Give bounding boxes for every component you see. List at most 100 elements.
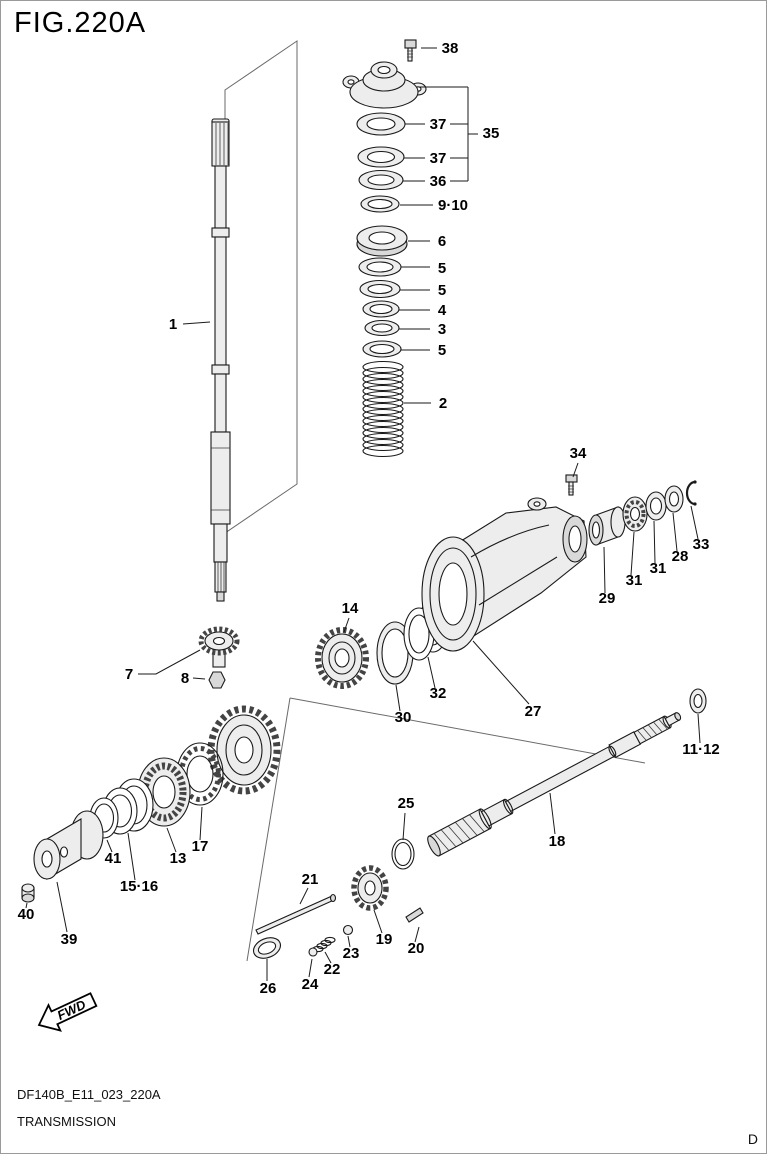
callout-18: 18: [549, 833, 566, 850]
leader-14: [343, 617, 350, 633]
part-40-plug: [21, 883, 35, 903]
callout-24: 24: [302, 976, 319, 993]
callout-29: 29: [599, 590, 616, 607]
callout-17: 17: [192, 838, 209, 855]
part-28-washer: [664, 485, 684, 513]
leader-39: [56, 881, 68, 933]
callout-37a: 37: [430, 116, 447, 133]
callout-8: 8: [181, 670, 189, 687]
callout-5a: 5: [438, 260, 446, 277]
callout-3: 3: [438, 321, 446, 338]
part-14-gear: [315, 627, 369, 689]
bracket-35: [419, 86, 478, 182]
callout-32: 32: [430, 685, 447, 702]
callout-7: 7: [125, 666, 133, 683]
callout-30: 30: [395, 709, 412, 726]
part-37-oil-seal-lower: [357, 146, 405, 168]
leader-29: [603, 546, 606, 594]
part-8-pinion-nut: [208, 671, 226, 689]
part-9-10-washer: [360, 195, 400, 213]
leader-32: [427, 656, 436, 689]
part-25-retaining-ring: [391, 838, 415, 870]
part-23-ball: [342, 924, 354, 936]
part-18-propeller-shaft: [427, 712, 682, 857]
leader-17: [199, 806, 203, 841]
part-24-ball: [308, 947, 318, 957]
callout-31a: 31: [650, 560, 667, 577]
callout-19: 19: [376, 931, 393, 948]
leader-8: [192, 677, 206, 680]
part-31-race: [645, 491, 667, 521]
leader-19: [373, 909, 383, 934]
leader-20: [414, 926, 420, 943]
leader-11-12: [697, 713, 701, 744]
part-34-bolt: [565, 474, 578, 496]
callout-21: 21: [302, 871, 319, 888]
part-5-washer-a: [358, 257, 402, 277]
callout-11-12: 11·12: [682, 741, 720, 758]
callout-40: 40: [18, 906, 35, 923]
part-11-12-washer: [689, 688, 707, 714]
callout-15-16: 15·16: [120, 878, 158, 895]
callout-37b: 37: [430, 150, 447, 167]
callout-9-10: 9·10: [438, 197, 468, 214]
callout-25: 25: [398, 795, 415, 812]
driveshaft-group-frame: [224, 40, 298, 534]
part-7-pinion-gear: [198, 626, 240, 668]
lower-group-frame-left: [246, 697, 291, 962]
leader-21: [299, 887, 309, 905]
callout-35: 35: [483, 125, 500, 142]
leader-7: [138, 649, 201, 675]
leader-18: [549, 792, 556, 835]
part-21-push-rod: [255, 893, 337, 935]
part-37-oil-seal-upper: [356, 112, 406, 136]
seal-housing: [342, 61, 427, 109]
leader-13: [166, 827, 177, 853]
forward-gear: [207, 705, 281, 795]
leader-15-16: [127, 832, 136, 881]
callout-22: 22: [324, 961, 341, 978]
leader-40: [25, 902, 28, 909]
leader-27: [472, 640, 530, 705]
leader-31a: [653, 520, 656, 564]
callout-5c: 5: [438, 342, 446, 359]
part-29-spacer: [588, 506, 626, 546]
callout-34: 34: [570, 445, 587, 462]
callout-28: 28: [672, 548, 689, 565]
fwd-arrow: FWD: [37, 992, 98, 1032]
callout-39: 39: [61, 931, 78, 948]
part-27-bearing-housing: [421, 497, 588, 652]
callout-5b: 5: [438, 282, 446, 299]
part-5-washer-c: [362, 340, 402, 358]
part-4-washer: [362, 300, 400, 318]
part-36-seal-ring: [358, 169, 404, 191]
part-31-bearing: [622, 496, 648, 532]
part-26-ring: [252, 937, 282, 959]
leader-31b: [630, 531, 635, 576]
callout-2: 2: [439, 395, 447, 412]
part-1-driveshaft: [210, 118, 231, 602]
leader-22: [324, 951, 332, 964]
leader-41: [106, 839, 113, 853]
callout-23: 23: [343, 945, 360, 962]
callout-20: 20: [408, 940, 425, 957]
callout-38: 38: [442, 40, 459, 57]
callout-33: 33: [693, 536, 710, 553]
callout-27: 27: [525, 703, 542, 720]
part-2-spring: [362, 360, 404, 458]
leader-25: [402, 812, 406, 841]
leader-24: [308, 958, 313, 978]
callout-1: 1: [169, 316, 177, 333]
leader-28: [672, 512, 678, 552]
leader-lines: [25, 47, 701, 981]
leader-34: [572, 462, 579, 478]
callout-14: 14: [342, 600, 359, 617]
lower-group-frame-top: [289, 697, 646, 764]
callout-13: 13: [170, 850, 187, 867]
document-title: TRANSMISSION: [17, 1114, 116, 1129]
part-20-pin: [405, 907, 424, 923]
page-letter: D: [747, 1131, 758, 1147]
part-19-clutch-dog: [351, 865, 389, 911]
